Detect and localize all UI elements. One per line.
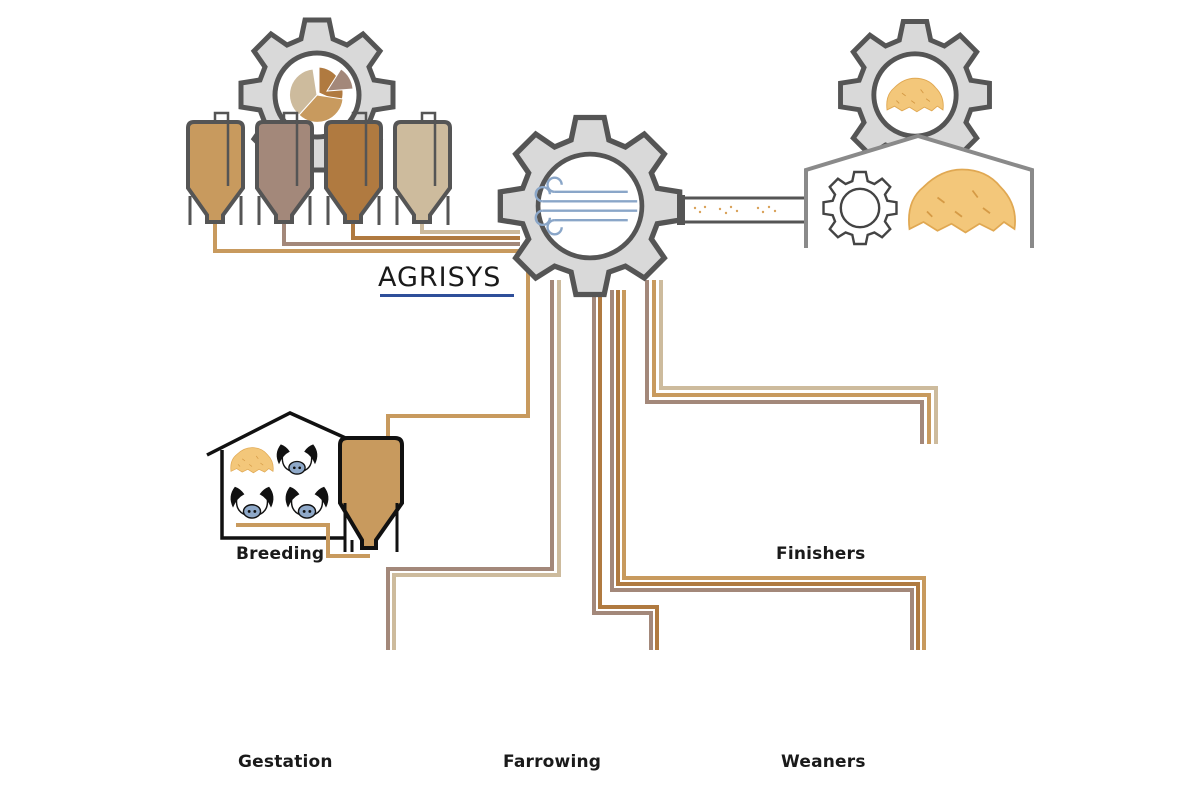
- silo-4: [393, 111, 452, 225]
- silo-1: [186, 111, 245, 225]
- barn-label-breeding: Breeding: [236, 544, 325, 564]
- brand-logo: AGRISYS: [378, 262, 502, 293]
- inlet-pipes: [213, 224, 520, 253]
- barn-breeding: [206, 411, 404, 558]
- barn-label-farrowing: Farrowing: [503, 752, 602, 772]
- silo-2: [255, 111, 314, 225]
- barn-label-weaners: Weaners: [781, 752, 866, 772]
- silo-3: [324, 111, 383, 225]
- barn-label-gestation: Gestation: [238, 752, 333, 772]
- distribution-pipes: [386, 270, 938, 650]
- central-distribution-gear: [500, 117, 679, 294]
- barn-label-finishers: Finishers: [776, 544, 866, 564]
- straw-chopper-gear-icon: [822, 170, 898, 246]
- straw-icon: [230, 447, 274, 474]
- pig-icon: [229, 485, 275, 519]
- pig-icon: [276, 443, 318, 475]
- feed-silo: [338, 436, 404, 552]
- pie-chart-icon: [289, 66, 354, 123]
- source-silos: [186, 111, 452, 225]
- brand-underline: [380, 294, 514, 297]
- straw-conveyor: [677, 195, 850, 225]
- straw-barn: [804, 133, 1034, 248]
- pig-icon: [284, 485, 330, 519]
